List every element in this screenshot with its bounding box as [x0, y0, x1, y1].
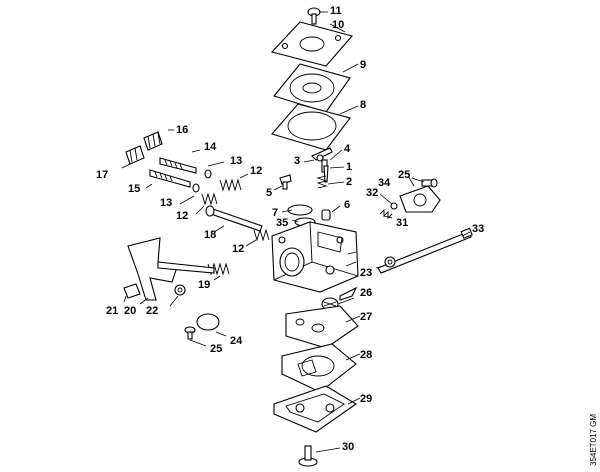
figure-code: 354ET017 GM	[589, 414, 598, 466]
label-10: 10	[332, 19, 344, 31]
part-32-washer	[390, 202, 398, 210]
part-12-spring-upper	[219, 178, 242, 192]
label-35: 35	[276, 217, 288, 229]
part-2-spring	[316, 175, 328, 189]
label-27: 27	[360, 311, 372, 323]
part-11-screw	[307, 7, 321, 25]
label-22: 22	[146, 305, 158, 317]
part-25-screw-lower	[184, 326, 196, 340]
part-14-needle	[159, 157, 197, 174]
label-6: 6	[344, 199, 350, 211]
part-16-cap	[143, 131, 163, 151]
label-12-middle: 12	[176, 210, 188, 222]
label-8: 8	[360, 99, 366, 111]
label-12-lower: 12	[232, 243, 244, 255]
part-13-ring-lower	[192, 183, 200, 193]
part-9-diaphragm	[273, 63, 351, 113]
part-6-valve	[321, 209, 331, 221]
label-32: 32	[366, 187, 378, 199]
part-22-ring	[174, 284, 186, 296]
part-21-cap	[123, 283, 141, 299]
label-33: 33	[472, 223, 484, 235]
part-15-needle	[149, 169, 191, 188]
label-29: 29	[360, 393, 372, 405]
label-12-upper: 12	[250, 165, 262, 177]
part-30-screw	[298, 445, 318, 467]
part-8-gasket	[271, 103, 351, 151]
leader-lines	[121, 11, 471, 453]
label-34: 34	[378, 177, 391, 189]
part-34-plate	[399, 185, 441, 213]
part-5-screw	[279, 174, 292, 190]
label-15: 15	[128, 183, 140, 195]
part-18-shaft	[205, 205, 263, 232]
label-13-upper: 13	[230, 155, 242, 167]
label-28: 28	[360, 349, 372, 361]
label-9: 9	[360, 59, 366, 71]
label-3: 3	[294, 155, 300, 167]
label-14: 14	[204, 141, 217, 153]
part-3-lever	[311, 147, 333, 162]
part-27-gasket	[285, 305, 359, 349]
label-24: 24	[230, 335, 243, 347]
label-25-lower: 25	[210, 343, 222, 355]
label-23: 23	[360, 267, 372, 279]
part-20-lever	[127, 237, 177, 301]
label-17: 17	[96, 169, 108, 181]
part-12-spring-lower	[253, 228, 270, 242]
part-28-diaphragm	[281, 343, 357, 393]
label-5: 5	[266, 187, 272, 199]
label-30: 30	[342, 441, 354, 453]
label-4: 4	[344, 143, 351, 155]
part-25-screw-upper	[421, 178, 438, 188]
part-13-ring-upper	[204, 169, 212, 179]
part-10-cover	[270, 21, 353, 67]
part-12-spring-middle	[201, 192, 218, 206]
label-18: 18	[204, 229, 216, 241]
part-23-ring	[384, 256, 396, 268]
label-1: 1	[346, 161, 352, 173]
label-13-lower: 13	[160, 197, 172, 209]
part-1-needle	[323, 165, 329, 183]
label-11: 11	[330, 5, 342, 17]
label-21: 21	[106, 305, 118, 317]
lever-shaft	[157, 261, 215, 274]
label-26: 26	[360, 287, 372, 299]
part-24-plate	[196, 313, 220, 331]
callout-labels: 11 10 9 8 4 1 2 3 5 6 7 35 25 34 32 31 3…	[96, 5, 484, 453]
part-29-cover	[273, 385, 358, 433]
label-31: 31	[396, 217, 408, 229]
label-2: 2	[346, 176, 352, 188]
part-17-cap	[125, 145, 145, 165]
label-19: 19	[198, 279, 210, 291]
label-20: 20	[124, 305, 136, 317]
label-16: 16	[176, 124, 188, 136]
label-25-upper: 25	[398, 169, 410, 181]
label-7: 7	[272, 207, 278, 219]
part-7-spindle	[287, 204, 313, 216]
carburetor-body	[271, 221, 359, 301]
